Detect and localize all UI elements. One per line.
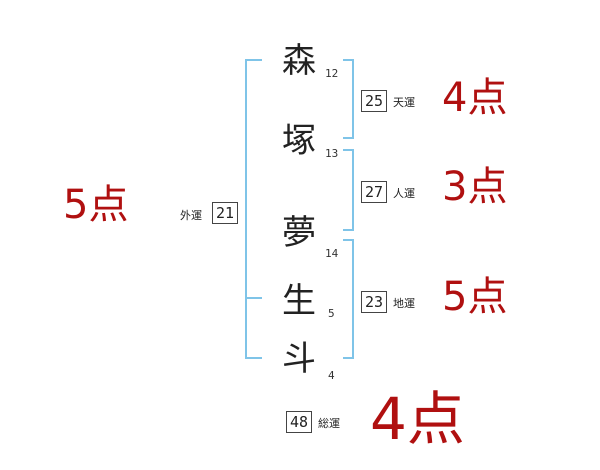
given-char-3: 斗: [282, 339, 316, 379]
given-stroke-3: 4: [328, 369, 335, 382]
ten-value-box: 25: [361, 90, 387, 112]
jin-score: 3点: [442, 164, 508, 210]
jin-bracket: [343, 149, 354, 231]
ten-label: 天運: [393, 96, 415, 109]
given-char-2: 生: [282, 281, 316, 321]
surname-char-1: 森: [282, 41, 316, 81]
surname-stroke-2: 13: [325, 147, 339, 160]
outer-bracket: [245, 59, 262, 359]
given-stroke-1: 14: [325, 247, 339, 260]
jin-label: 人運: [393, 187, 415, 200]
chi-bracket: [343, 239, 354, 359]
given-char-1: 夢: [282, 213, 316, 253]
gai-label: 外運: [180, 209, 202, 222]
so-label: 総運: [318, 417, 340, 430]
given-stroke-2: 5: [328, 307, 335, 320]
gai-score: 5点: [63, 182, 129, 228]
chi-value-box: 23: [361, 291, 387, 313]
jin-value-box: 27: [361, 181, 387, 203]
surname-char-2: 塚: [282, 121, 316, 161]
so-score: 4点: [370, 385, 465, 453]
chi-score: 5点: [442, 274, 508, 320]
chi-label: 地運: [393, 297, 415, 310]
gai-value-box: 21: [212, 202, 238, 224]
ten-score: 4点: [442, 75, 508, 121]
surname-stroke-1: 12: [325, 67, 339, 80]
ten-bracket: [343, 59, 354, 139]
so-value-box: 48: [286, 411, 312, 433]
